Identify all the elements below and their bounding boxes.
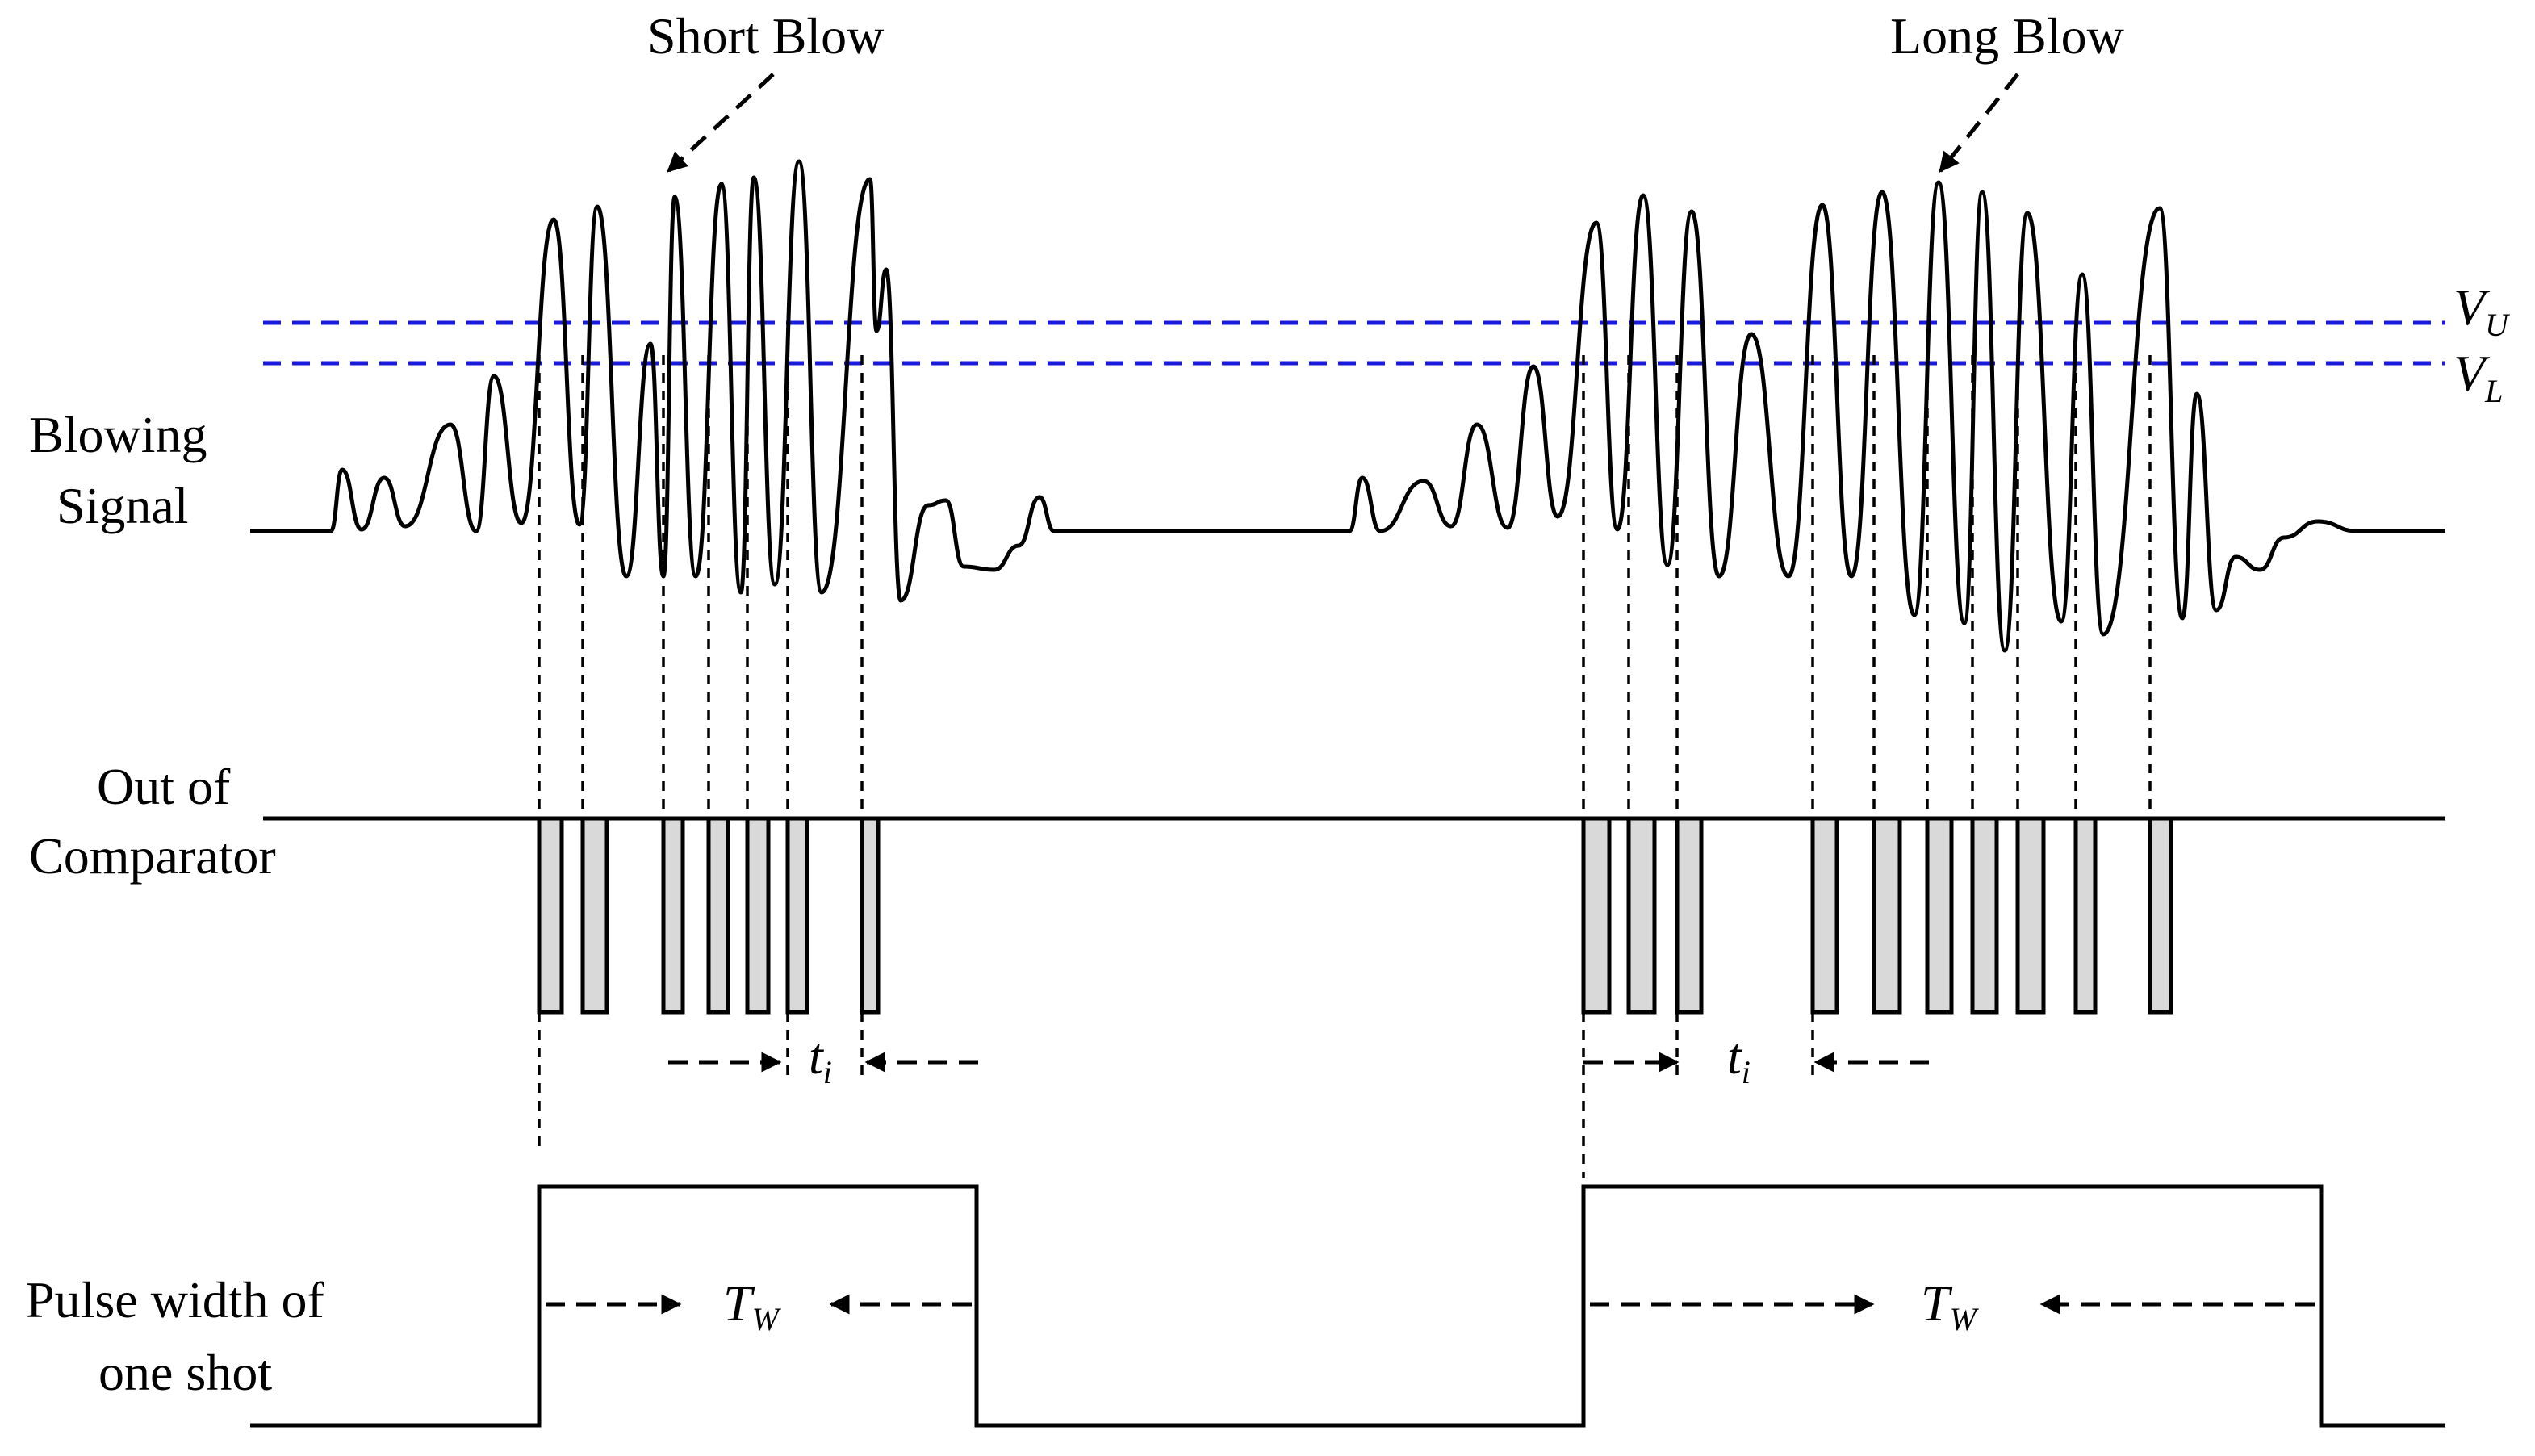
ti-short-label: ti xyxy=(809,1027,832,1090)
comparator-pulse xyxy=(706,816,730,1015)
lower-threshold-label: VL xyxy=(2453,345,2503,409)
blowing-signal-long-blow xyxy=(1347,180,2357,653)
comparator-pulse xyxy=(1581,816,1612,1015)
one-shot-pulse-waveform xyxy=(250,1184,2445,1428)
comparator-pulse xyxy=(1810,816,1839,1015)
pulse-width-label-line2: one shot xyxy=(98,1344,272,1401)
comparator-pulse xyxy=(1970,816,1999,1015)
long-blow-label: Long Blow xyxy=(1890,7,2124,65)
comparator-label-line1: Out of xyxy=(97,758,231,815)
comparator-pulse xyxy=(2148,816,2173,1015)
comparator-pulse xyxy=(1925,816,1954,1015)
blowing-signal-label-line1: Blowing xyxy=(29,406,207,463)
comparator-pulse xyxy=(1872,816,1902,1015)
comparator-pulse xyxy=(1626,816,1657,1015)
upper-threshold-label: VU xyxy=(2453,278,2511,343)
comparator-pulse xyxy=(785,816,809,1015)
comparator-pulse xyxy=(1675,816,1704,1015)
short-blow-arrow xyxy=(667,73,775,173)
tw-short-label: TW xyxy=(723,1274,782,1337)
long-blow-arrow xyxy=(1939,73,2019,173)
comparator-label-line2: Comparator xyxy=(29,827,276,885)
comparator-pulse xyxy=(580,816,609,1015)
comparator-pulse xyxy=(745,816,771,1015)
tw-long-label: TW xyxy=(1921,1274,1980,1337)
ti-long-label: ti xyxy=(1727,1027,1751,1090)
comparator-pulse xyxy=(661,816,685,1015)
comparator-pulse xyxy=(537,816,564,1015)
projection-lines xyxy=(538,355,2152,1178)
comparator-pulse xyxy=(860,816,881,1015)
comparator-pulse xyxy=(2015,816,2046,1015)
blowing-signal-short-blow xyxy=(328,159,1056,603)
blowing-signal-label-line2: Signal xyxy=(56,477,189,534)
short-blow-label: Short Blow xyxy=(647,7,884,65)
comparator-pulses xyxy=(537,816,2173,1015)
comparator-pulse xyxy=(2073,816,2098,1015)
pulse-width-label-line1: Pulse width of xyxy=(26,1271,324,1328)
